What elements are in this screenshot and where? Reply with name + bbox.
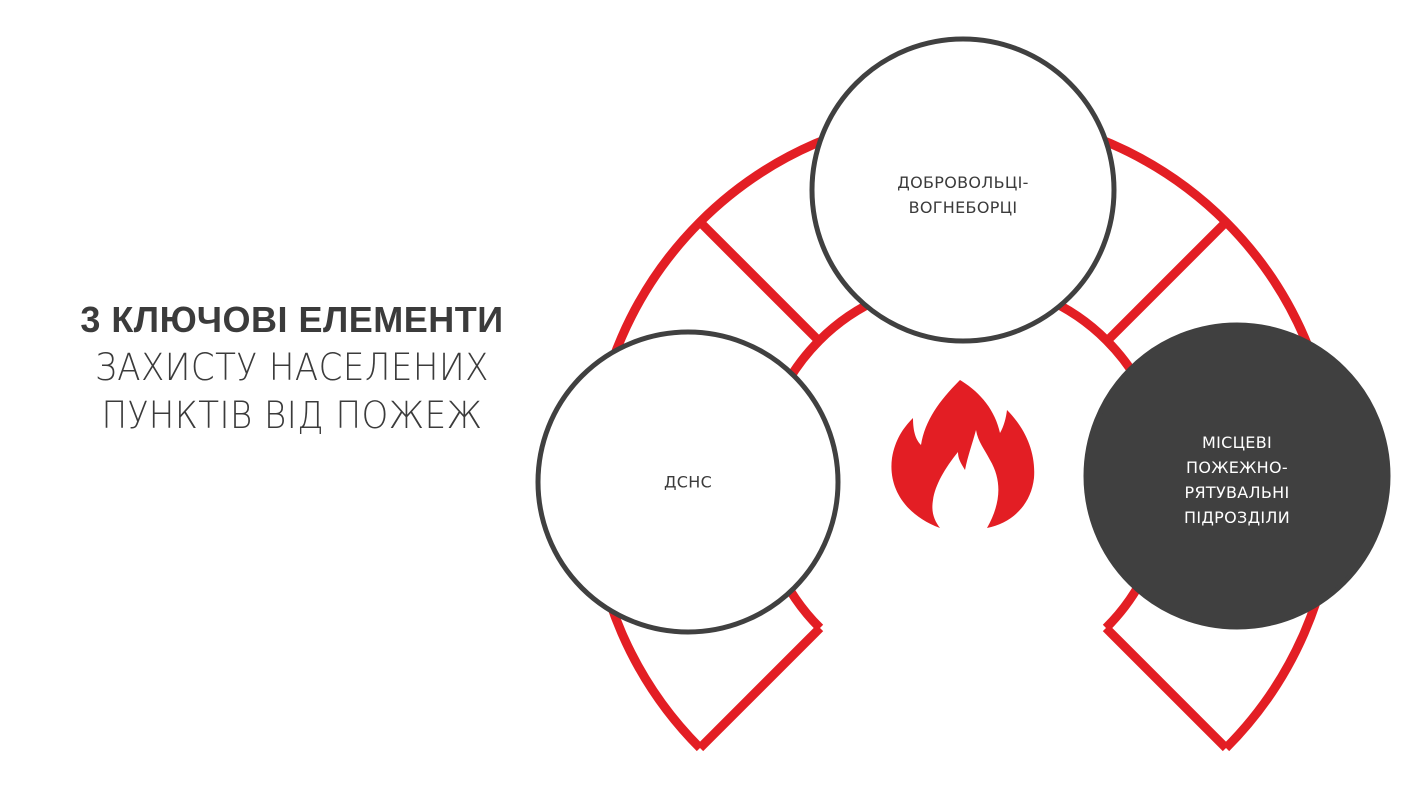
label-dsns: ДСНС <box>664 470 712 495</box>
label-line: ДОБРОВОЛЬЦІ- <box>897 173 1029 192</box>
ring-end-right <box>1102 624 1230 752</box>
ring-divider-right <box>1102 218 1230 346</box>
slide-title: 3 КЛЮЧОВІ ЕЛЕМЕНТИ ЗАХИСТУ НАСЕЛЕНИХ ПУН… <box>42 296 542 440</box>
title-line-2: ЗАХИСТУ НАСЕЛЕНИХ <box>95 346 489 389</box>
circle-local-units <box>1083 322 1391 630</box>
label-line: ВОГНЕБОРЦІ <box>908 198 1018 217</box>
ring-end-left <box>696 624 824 752</box>
label-line: РЯТУВАЛЬНІ <box>1184 483 1290 502</box>
label-local-units: МІСЦЕВІ ПОЖЕЖНО- РЯТУВАЛЬНІ ПІДРОЗДІЛИ <box>1184 430 1290 530</box>
flame-icon <box>891 380 1035 528</box>
label-line: ДСНС <box>663 472 713 492</box>
circle-dsns <box>535 329 841 635</box>
label-line: ПІДРОЗДІЛИ <box>1184 508 1290 527</box>
label-volunteers: ДОБРОВОЛЬЦІ- ВОГНЕБОРЦІ <box>897 170 1028 220</box>
ring-divider-left <box>696 218 824 346</box>
label-line: МІСЦЕВІ <box>1201 433 1273 452</box>
title-line-1: 3 КЛЮЧОВІ ЕЛЕМЕНТИ <box>80 299 504 340</box>
label-line: ПОЖЕЖНО- <box>1185 458 1288 477</box>
title-line-3: ПУНКТІВ ВІД ПОЖЕЖ <box>101 394 483 437</box>
circle-volunteers <box>809 36 1117 344</box>
